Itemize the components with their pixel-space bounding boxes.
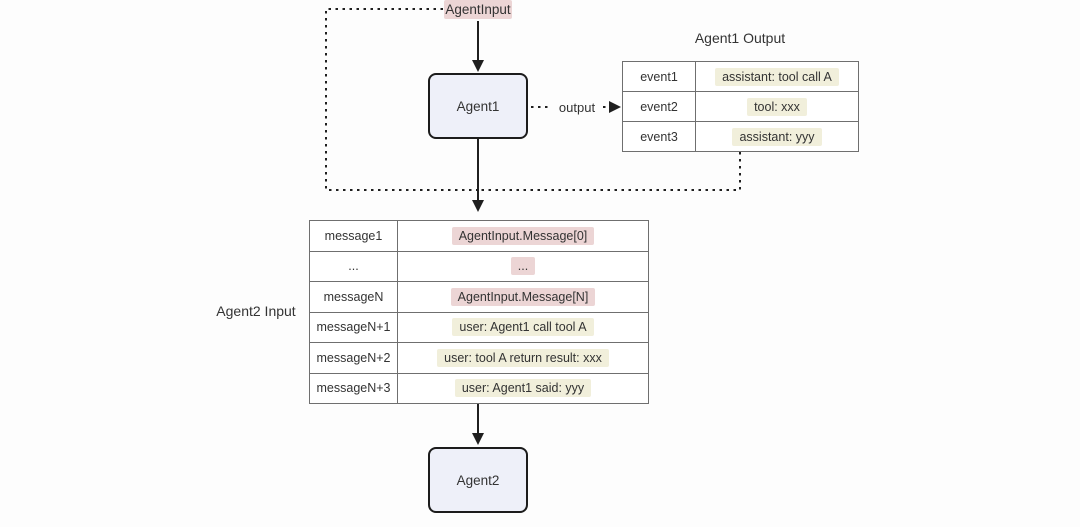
message-key-cell: message1 — [309, 220, 398, 252]
agent1-node-label: Agent1 — [456, 98, 500, 114]
agent2-input-label: Agent2 Input — [216, 303, 296, 319]
table-row: messageN+3 user: Agent1 said: yyy — [309, 372, 649, 404]
agent1-node: Agent1 — [428, 73, 528, 139]
message-value-cell: user: tool A return result: xxx — [397, 342, 649, 374]
message-value-highlight: ... — [510, 257, 536, 276]
message-key-cell: messageN — [309, 281, 398, 313]
table-row: messageN+1 user: Agent1 call tool A — [309, 311, 649, 343]
event-key-cell: event3 — [622, 121, 696, 152]
message-key-cell: ... — [309, 250, 398, 282]
message-value-cell: ... — [397, 250, 649, 282]
table-row: event1 assistant: tool call A — [622, 61, 859, 92]
event-value-highlight: assistant: yyy — [732, 127, 822, 146]
agentinput-label: AgentInput — [444, 0, 512, 19]
agentinput-to-agent2input-dashed-line — [325, 8, 477, 191]
message-value-cell: AgentInput.Message[0] — [397, 220, 649, 252]
message-value-highlight: AgentInput.Message[0] — [451, 226, 595, 245]
event-value-cell: assistant: tool call A — [695, 61, 859, 92]
message-value-cell: AgentInput.Message[N] — [397, 281, 649, 313]
agent2input-to-agent2-arrowhead — [472, 433, 484, 445]
table-row: ... ... — [309, 250, 649, 282]
agentinput-to-agent1-arrowhead — [472, 60, 484, 72]
agent1output-to-agent2input-dashed-line — [479, 152, 741, 191]
event-value-highlight: tool: xxx — [747, 97, 807, 116]
message-value-highlight: user: Agent1 call tool A — [452, 318, 594, 337]
table-row: messageN+2 user: tool A return result: x… — [309, 342, 649, 374]
agent1-output-arrowhead — [609, 101, 621, 113]
message-key-cell: messageN+2 — [309, 342, 398, 374]
agent2-input-table: message1 AgentInput.Message[0] ... ... m… — [309, 220, 649, 404]
message-value-highlight: user: tool A return result: xxx — [437, 348, 609, 367]
event-value-cell: tool: xxx — [695, 91, 859, 122]
message-value-highlight: AgentInput.Message[N] — [450, 287, 596, 306]
agent2-node-label: Agent2 — [456, 472, 500, 488]
event-value-cell: assistant: yyy — [695, 121, 859, 152]
message-value-cell: user: Agent1 call tool A — [397, 311, 649, 343]
table-row: event3 assistant: yyy — [622, 121, 859, 152]
output-edge-label: output — [558, 100, 596, 115]
message-key-cell: messageN+1 — [309, 311, 398, 343]
table-row: message1 AgentInput.Message[0] — [309, 220, 649, 252]
agent2-node: Agent2 — [428, 447, 528, 513]
table-row: event2 tool: xxx — [622, 91, 859, 122]
message-value-cell: user: Agent1 said: yyy — [397, 372, 649, 404]
table-row: messageN AgentInput.Message[N] — [309, 281, 649, 313]
event-value-highlight: assistant: tool call A — [715, 67, 839, 86]
event-key-cell: event2 — [622, 91, 696, 122]
agent1-output-title: Agent1 Output — [694, 30, 786, 46]
agent1-output-table: event1 assistant: tool call A event2 too… — [622, 61, 859, 152]
agent1-to-agent2input-arrowhead — [472, 200, 484, 212]
message-key-cell: messageN+3 — [309, 372, 398, 404]
message-value-highlight: user: Agent1 said: yyy — [454, 379, 592, 398]
event-key-cell: event1 — [622, 61, 696, 92]
